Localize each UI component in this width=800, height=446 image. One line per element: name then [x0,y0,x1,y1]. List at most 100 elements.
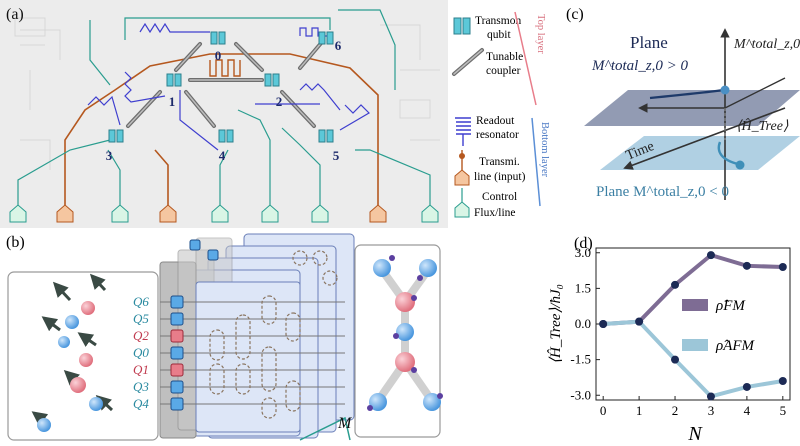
series-line-1 [603,319,784,399]
panel-a-legend: Transmon qubit Tunable coupler Top layer… [448,0,552,228]
legend-resonator-2: resonator [476,129,519,141]
transmission-line-branch [154,149,169,212]
control-lines [17,9,431,212]
legend-label-1: ρ̂AFM [715,338,756,354]
trajectory-bottom [717,141,739,166]
tree-state [367,255,443,411]
panel-d: (d) 3.0 1.5 0.0 -1.5 -3.0 0 1 2 3 4 5N ⟨Ĥ_Tree⟩/ħJ₀… [547,235,791,445]
m-axis-label: M^total_z,0 [733,37,800,52]
legend-transmission-1: Transmi. [479,156,520,168]
qubit-label-5: 5 [333,148,340,163]
legend-control-2: Flux/line [474,207,516,219]
qubit-q0: Q0 [133,345,149,360]
legend-resonator-1: Readout [476,115,515,127]
series-point-1-3 [706,392,715,401]
legend-swatch-1 [682,339,708,351]
series-point-1-4 [742,382,751,391]
spin-ensemble [31,273,114,432]
x-tick-label: 2 [672,403,679,418]
h-axis-forward [724,77,786,109]
x-tick-label: 5 [780,403,787,418]
layers-bracket [299,416,351,441]
x-tick-label: 4 [744,403,751,418]
x-axis-label: N [687,423,703,445]
plane-top-label: Plane [630,33,668,52]
chart-d: 3.0 1.5 0.0 -1.5 -3.0 0 1 2 3 4 5N ⟨Ĥ_Tree⟩/ħJ₀ ρ̂FM… [547,245,791,445]
qubit-label-0: 0 [215,48,222,63]
qubit-label-4: 4 [219,148,226,163]
legend-coupler-2: coupler [486,65,521,77]
plane-top-condition: M^total_z,0 > 0 [591,58,689,74]
series-point-0-3 [706,251,715,260]
state-top [720,85,730,95]
top-layer-bracket [514,11,537,106]
qubit-q2: Q2 [133,328,149,343]
legend-label-0: ρ̂FM [715,298,746,314]
y-tick-label: 3.0 [575,245,591,260]
time-axis [623,107,786,170]
qubit-label-2: 2 [276,94,283,109]
legend-transmission-2: line (input) [474,171,526,183]
bond-pads [9,204,439,223]
qubit-label-6: 6 [335,38,342,53]
background-circuitry [14,17,440,170]
legend-transmon-1: Transmon [475,15,521,27]
x-tick-label: 1 [636,403,643,418]
series-point-0-2 [671,280,680,289]
series-point-1-2 [671,355,680,364]
qubit-label-1: 1 [169,94,176,109]
series-point-0-4 [742,261,751,270]
trajectory-top [649,88,725,100]
y-tick-label: 1.5 [575,280,591,295]
state-bottom [735,160,745,170]
readout-resonators [87,22,370,151]
bottom-layer-bracket [531,117,541,207]
plane-bottom [600,136,800,170]
transmission-line [64,53,379,212]
panel-b-label: (b) [6,234,25,251]
qubit-q5: Q5 [133,311,149,326]
tree-state-box [354,244,441,438]
legend-coupler-1: Tunable [486,51,523,63]
panel-a: (a) [0,0,552,228]
center-meander [209,59,241,77]
h-axis-label: ⟨Ĥ_Tree⟩ [736,117,789,134]
coupler-legend-icon [452,48,484,76]
series-point-1-0 [599,320,608,328]
series-point-1-5 [778,377,787,385]
gates [209,250,338,419]
panel-c: (c) Plane M^total_z,0 > 0 M^total_z,0 ⟨Ĥ… [566,6,800,200]
panel-d-label: (d) [574,235,593,252]
qubit-label-3: 3 [106,148,113,163]
qubit-q3: Q3 [133,379,149,394]
y-tick-label: -1.5 [570,352,591,367]
legend-control-1: Control [482,191,517,203]
y-tick-label: 0.0 [575,316,591,331]
transmission-legend-icon [454,150,470,186]
transmon-legend-icon [453,17,471,35]
legend-transmon-2: qubit [487,29,511,41]
y-tick-label: -3.0 [570,387,591,402]
state-boxes [170,239,219,411]
panel-b: (b) [6,233,443,441]
series-line-0 [603,252,783,326]
series-point-1-1 [635,317,644,326]
qubit-pads [108,31,334,143]
x-tick-label: 0 [600,403,607,418]
y-axis-label: ⟨Ĥ_Tree⟩/ħJ₀ [547,284,564,364]
panel-a-label: (a) [6,6,24,23]
x-tick-label: 3 [708,403,715,418]
panel-c-label: (c) [566,6,584,23]
qubit-q1: Q1 [133,362,149,377]
bottom-layer-label: Bottom layer [539,122,550,178]
qubit-q4: Q4 [133,396,149,411]
series-point-0-5 [778,263,787,271]
control-legend-icon [454,188,470,218]
resonator-legend-icon [455,117,471,146]
circuit-layers [159,233,355,439]
qubit-q6: Q6 [133,294,149,309]
plane-bottom-label: Plane M^total_z,0 < 0 [596,184,729,200]
top-layer-label: Top layer [535,14,546,54]
legend-swatch-0 [682,299,708,311]
